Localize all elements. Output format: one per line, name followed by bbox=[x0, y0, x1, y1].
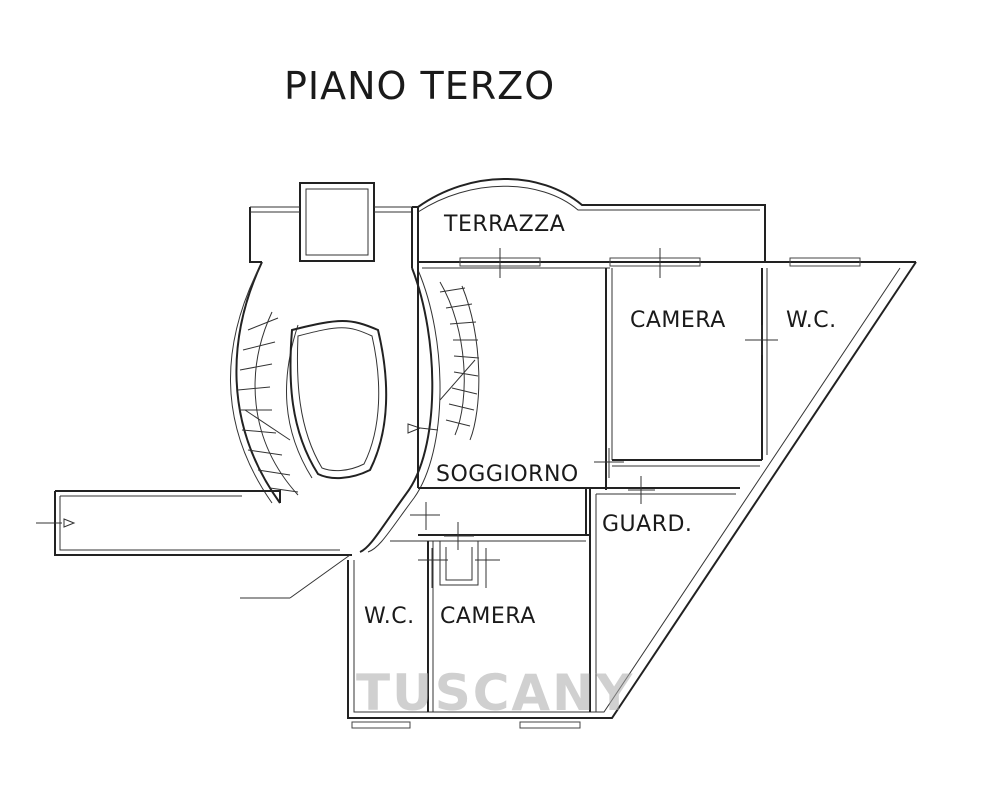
room-label-wc-bottom: W.C. bbox=[364, 604, 415, 629]
left-corridor bbox=[36, 490, 352, 599]
left-staircase bbox=[237, 311, 313, 496]
room-label-wc-top: W.C. bbox=[786, 308, 837, 333]
room-label-camera-bottom: CAMERA bbox=[440, 604, 536, 629]
room-label-guard: GUARD. bbox=[602, 512, 693, 537]
partitions bbox=[390, 268, 768, 712]
stair-hall-walls bbox=[230, 206, 441, 553]
page-title: PIANO TERZO bbox=[284, 64, 556, 108]
apartment-shell bbox=[347, 261, 917, 719]
room-label-soggiorno: SOGGIORNO bbox=[436, 462, 579, 487]
room-label-terrazza: TERRAZZA bbox=[444, 212, 566, 237]
watermark: TUSCANY bbox=[356, 664, 635, 722]
room-label-camera-top: CAMERA bbox=[630, 308, 726, 333]
openings bbox=[351, 248, 861, 729]
elevator-shaft bbox=[299, 182, 375, 262]
stair-void bbox=[289, 320, 388, 480]
terrace bbox=[412, 178, 766, 268]
right-staircase bbox=[407, 281, 480, 441]
